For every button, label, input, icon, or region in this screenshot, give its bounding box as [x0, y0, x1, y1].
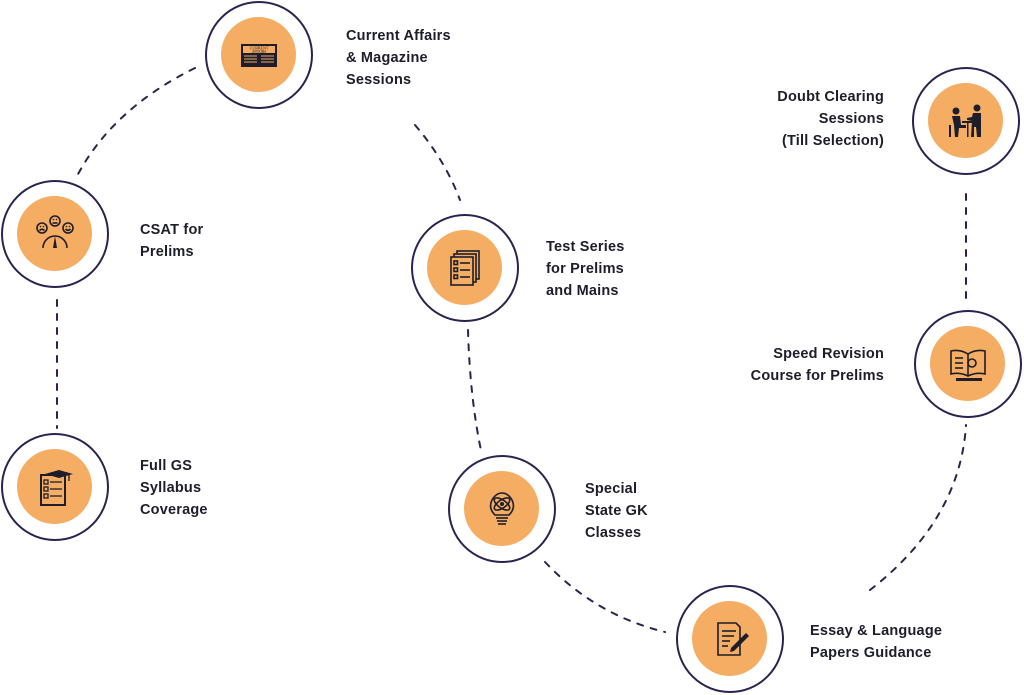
current-affairs-node: CURRENT AFFAIRS: [205, 1, 313, 109]
test-papers-icon: [450, 250, 480, 286]
mood-meter-icon: [36, 215, 74, 249]
essay-writing-icon: [717, 622, 749, 656]
full-gs-node: [1, 433, 109, 541]
lightbulb-atom-icon: [489, 492, 515, 525]
connector-gk-to-essay: [544, 561, 666, 633]
connector-test-to-gk: [467, 329, 483, 456]
csat-node: [1, 180, 109, 288]
test-series-node: [411, 214, 519, 322]
open-book-icon: [950, 349, 986, 381]
connector-current-to-csat: [74, 67, 196, 181]
doubt-clearing-node: [912, 67, 1020, 175]
syllabus-checklist-icon: [40, 470, 73, 506]
svg-text:AFFAIRS: AFFAIRS: [252, 50, 267, 54]
speed-revision-node: [914, 310, 1022, 418]
newspaper-icon: CURRENT AFFAIRS: [241, 44, 277, 67]
connector-essay-to-revision: [869, 424, 967, 591]
svg-text:CURRENT: CURRENT: [250, 46, 269, 51]
connector-current-to-test: [414, 124, 461, 201]
state-gk-node: [448, 455, 556, 563]
teacher-student-icon: [949, 104, 981, 137]
essay-node: [676, 585, 784, 693]
